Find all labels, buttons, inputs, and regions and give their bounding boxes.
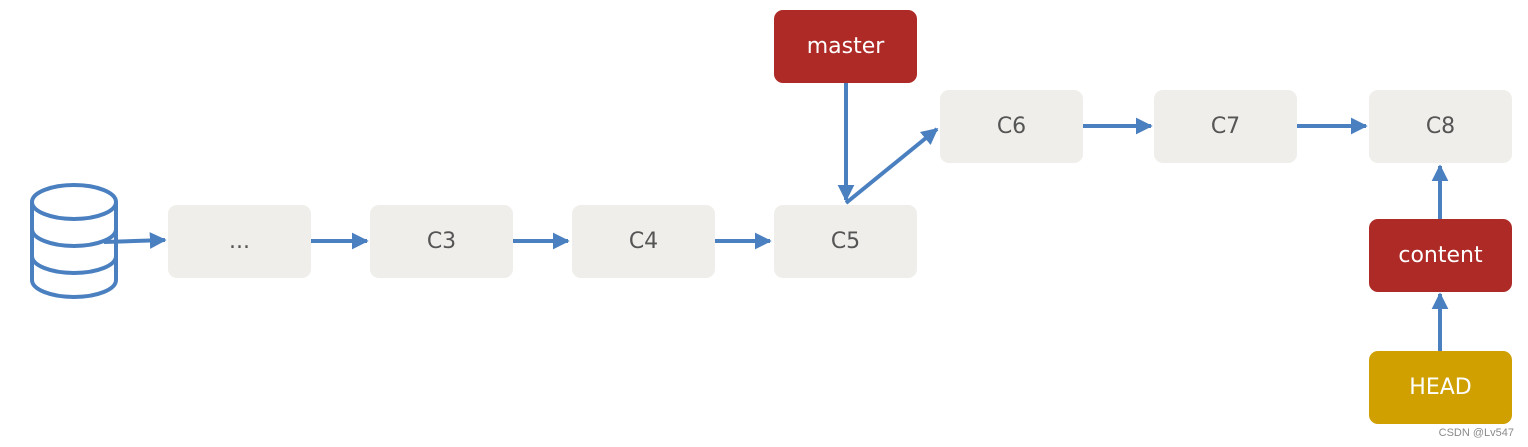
commit-c5: C5 xyxy=(774,205,917,278)
branch-content-label: content xyxy=(1369,219,1512,292)
commit-c6: C6 xyxy=(940,90,1083,163)
commit-ellipsis: ... xyxy=(168,205,311,278)
commit-c7: C7 xyxy=(1154,90,1297,163)
database-icon xyxy=(30,183,118,299)
commit-c4: C4 xyxy=(572,205,715,278)
watermark: CSDN @Lv547 xyxy=(1438,427,1514,439)
commit-c3: C3 xyxy=(370,205,513,278)
head-pointer-label: HEAD xyxy=(1369,351,1512,424)
branch-master-label: master xyxy=(774,10,917,83)
arrow-c5-to-c6 xyxy=(844,127,939,205)
arrow-repo-to-ellipsis xyxy=(103,232,167,249)
commit-c8: C8 xyxy=(1369,90,1512,163)
